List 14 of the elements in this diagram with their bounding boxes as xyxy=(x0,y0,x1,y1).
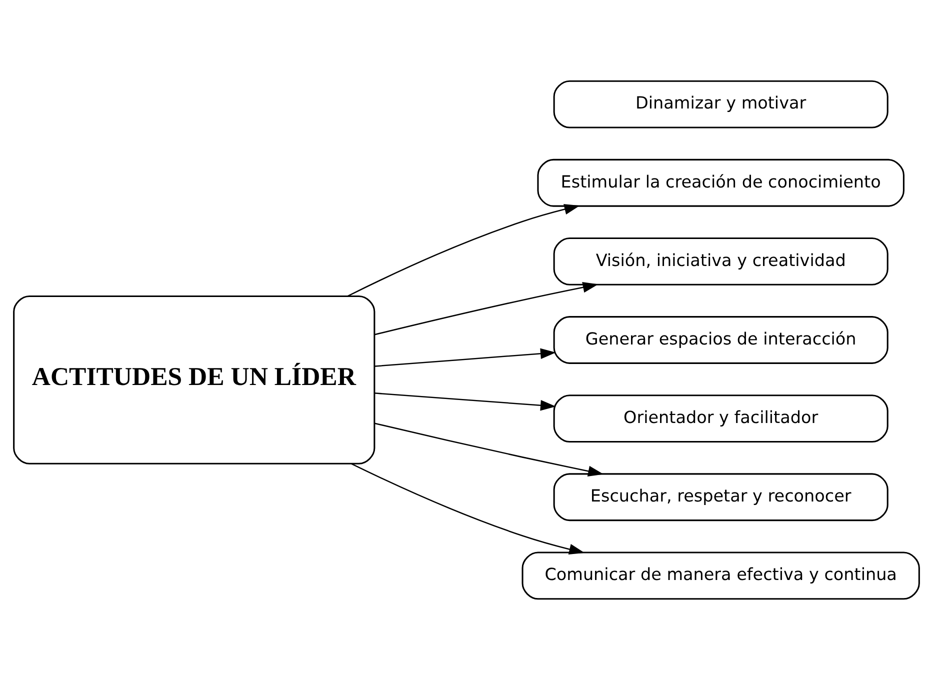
arrow xyxy=(351,462,585,554)
arrow xyxy=(374,348,556,366)
node-box: ACTITUDES DE UN LÍDER xyxy=(13,294,376,464)
node-box: Escuchar, respetar y reconocer xyxy=(553,472,888,521)
arrow xyxy=(347,204,580,296)
node-box: Visión, iniciativa y creatividad xyxy=(553,237,888,285)
node-box: Comunicar de manera efectiva y continua xyxy=(522,551,920,600)
node-box: Estimular la creación de conocimiento xyxy=(537,158,904,206)
node-box: Orientador y facilitador xyxy=(553,394,888,442)
arrow xyxy=(374,282,598,335)
arrow xyxy=(374,422,604,476)
arrow xyxy=(374,392,556,410)
node-box: Generar espacios de interacción xyxy=(553,316,888,364)
node-box: Dinamizar y motivar xyxy=(553,80,888,128)
